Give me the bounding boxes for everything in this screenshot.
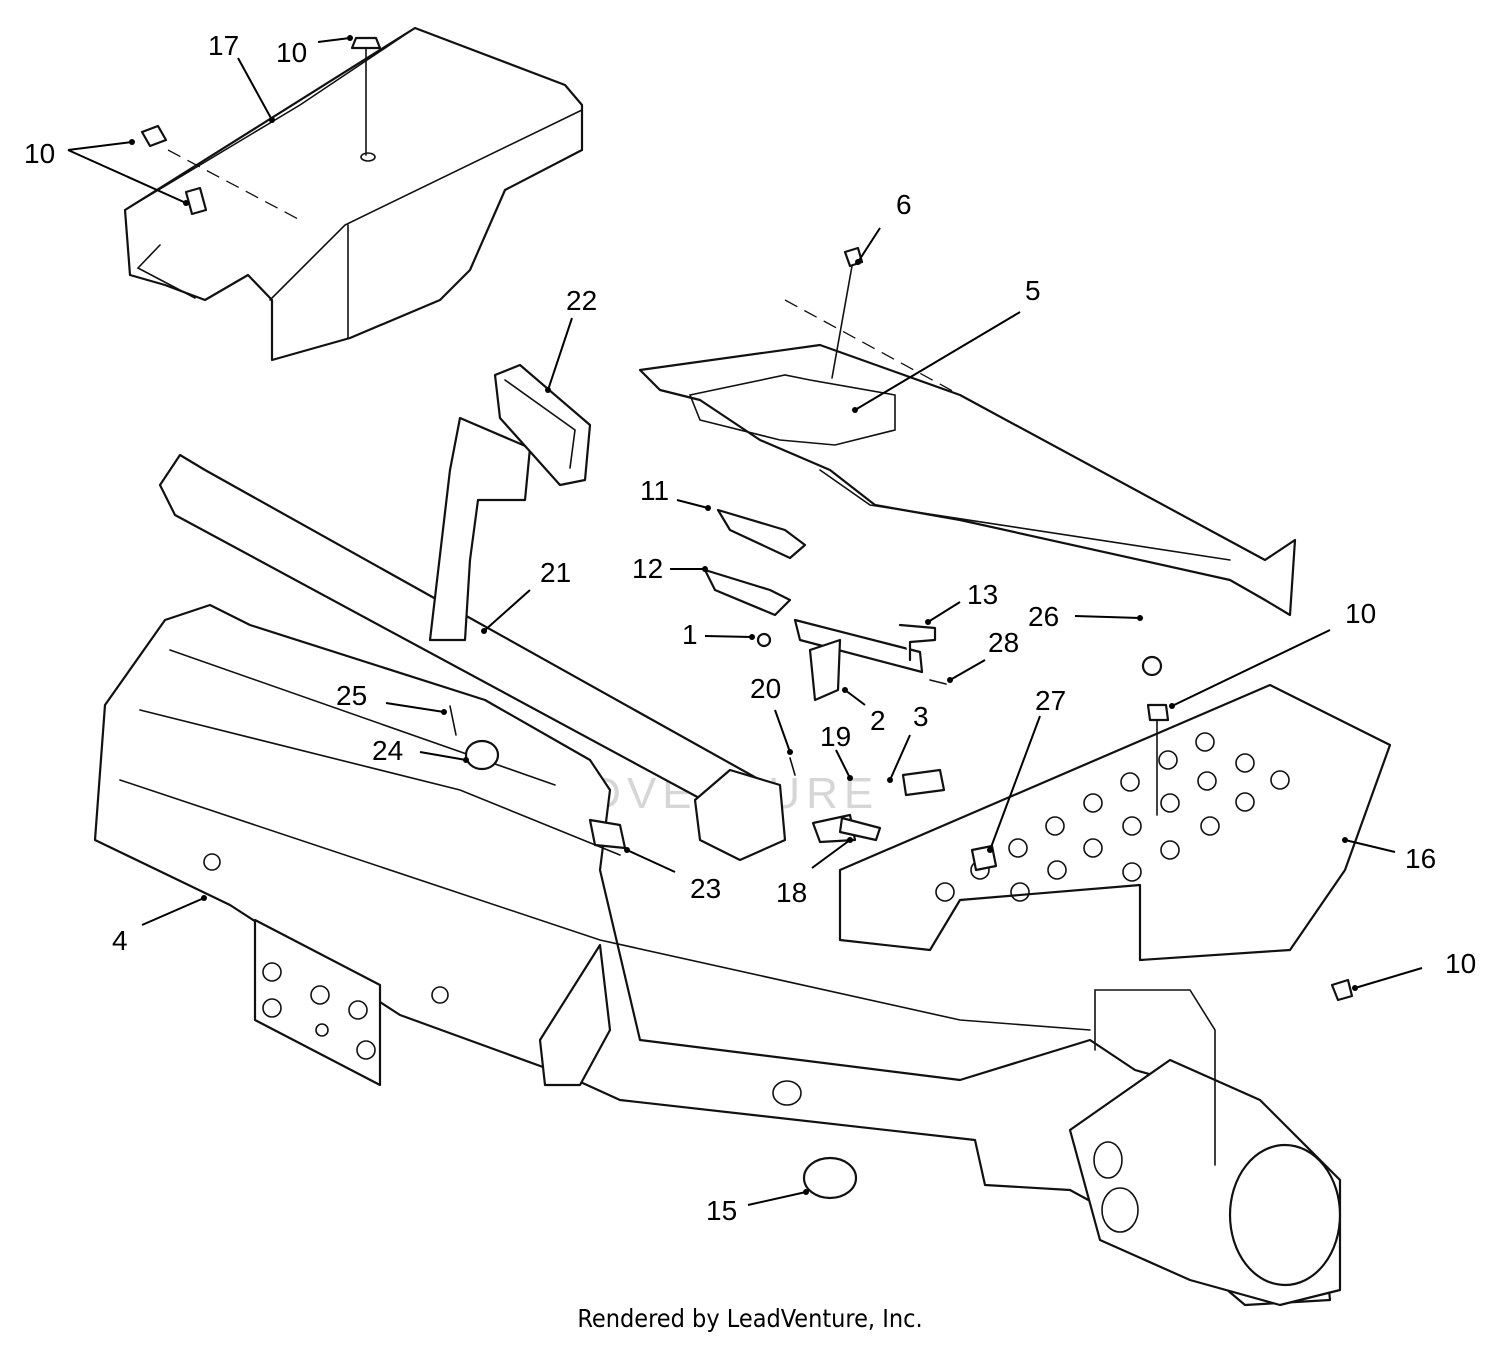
part-22-pedal-pad — [493, 363, 592, 487]
hardware — [140, 36, 1354, 1200]
callout-10: 10 — [276, 37, 307, 68]
callout-10: 10 — [1345, 598, 1376, 629]
callout-12: 12 — [632, 553, 663, 584]
part-24-washer — [464, 739, 500, 771]
foot-plate-treads — [935, 732, 1290, 902]
callout-28: 28 — [988, 627, 1019, 658]
footer-credit: Rendered by LeadVenture, Inc. — [577, 1304, 923, 1333]
part-16-foot-plate — [838, 683, 1392, 962]
part-5-deck-plate — [638, 299, 1297, 617]
callout-10: 10 — [24, 138, 55, 169]
part-10-bolt-top — [350, 36, 382, 50]
callout-15: 15 — [706, 1195, 737, 1226]
callout-6: 6 — [896, 189, 912, 220]
part-17-shroud — [123, 26, 584, 362]
callout-4: 4 — [112, 925, 128, 956]
part-11-bracket — [716, 508, 807, 560]
callout-10: 10 — [1445, 948, 1476, 979]
callout-24: 24 — [372, 735, 403, 766]
callout-20: 20 — [750, 673, 781, 704]
callout-21: 21 — [540, 557, 571, 588]
callout-1: 1 — [682, 619, 698, 650]
part-13-rod — [793, 618, 924, 674]
part-15-bushing — [802, 1156, 858, 1200]
part-1-nut — [756, 632, 772, 648]
part-26-nut — [1141, 655, 1163, 677]
callout-2: 2 — [870, 705, 886, 736]
callout-26: 26 — [1028, 601, 1059, 632]
part-10-bolt-left — [140, 124, 168, 148]
part-10-bolt-lower — [1330, 978, 1354, 1002]
callout-17: 17 — [208, 30, 239, 61]
callout-27: 27 — [1035, 685, 1066, 716]
part-21-pedal-shaft — [158, 416, 787, 862]
callout-16: 16 — [1405, 843, 1436, 874]
part-12-bracket — [703, 568, 792, 617]
callout-25: 25 — [336, 680, 367, 711]
callout-3: 3 — [913, 701, 929, 732]
callout-13: 13 — [967, 579, 998, 610]
callout-leaders — [67, 35, 1423, 1206]
part-23-pin — [588, 818, 627, 850]
part-3-spring — [901, 768, 946, 797]
callout-5: 5 — [1025, 275, 1041, 306]
part-2-clip — [808, 638, 842, 702]
part-28-pin — [929, 679, 947, 685]
callout-18: 18 — [776, 877, 807, 908]
callout-23: 23 — [690, 873, 721, 904]
callout-19: 19 — [820, 721, 851, 752]
callout-22: 22 — [566, 285, 597, 316]
callout-11: 11 — [640, 475, 669, 506]
callout-labels: 17 10 10 6 5 22 11 12 21 13 26 10 1 28 2… — [24, 30, 1476, 1226]
part-20-pin — [789, 757, 796, 776]
part-18-pin — [838, 816, 882, 842]
part-25-pin — [449, 705, 457, 736]
part-10-bolt-right — [1146, 703, 1170, 722]
